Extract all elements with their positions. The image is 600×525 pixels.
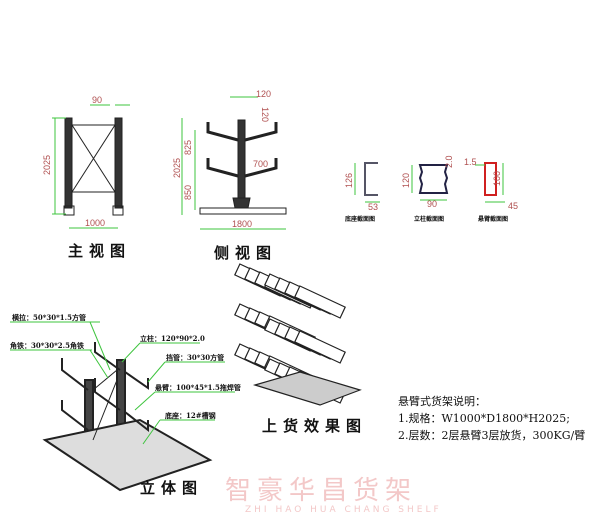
- notes-heading: 悬臂式货架说明：: [398, 395, 486, 408]
- dimension-label: 1000: [85, 218, 105, 228]
- callout-brace: 横拉：50*30*1.5方管: [12, 313, 86, 322]
- watermark-en: ZHI HAO HUA CHANG SHELF: [245, 505, 442, 515]
- dimension-label: 90: [92, 95, 102, 105]
- front-view-drawing: [63, 117, 124, 216]
- iso-view-title: 立体图: [140, 479, 204, 497]
- pipe: [294, 330, 346, 364]
- loaded-view-title: 上货效果图: [262, 417, 368, 435]
- rack-base: [252, 371, 362, 406]
- side-view-title: 侧视图: [214, 244, 278, 262]
- section-label-arm: 悬臂截面图: [478, 216, 509, 223]
- iso-view-drawing: [42, 342, 213, 492]
- dimension-label: 120: [401, 173, 411, 188]
- notes-block: 悬臂式货架说明： 1.规格：W1000*D1800*H2025; 2.层数：2层…: [398, 393, 585, 444]
- dimension-label: 1800: [232, 219, 252, 229]
- dimension-label: 2025: [42, 155, 52, 175]
- dimension-label: 120: [256, 89, 271, 99]
- section-label-column: 立柱截面图: [414, 216, 445, 223]
- dimension-label: 100: [492, 171, 502, 186]
- dimension-label: 1.5: [464, 157, 477, 167]
- dimension-label: 126: [344, 173, 354, 188]
- dimension-label: 53: [368, 202, 378, 212]
- front-dimension-lines: [52, 104, 130, 229]
- dimension-label: 2025: [172, 158, 182, 178]
- loaded-view-drawing: [234, 263, 362, 406]
- side-dimension-lines: [181, 96, 286, 230]
- notes-line-1: 1.规格：W1000*D1800*H2025;: [398, 412, 570, 425]
- notes-line-2: 2.层数：2层悬臂3层放货，300KG/臂: [398, 429, 586, 442]
- callout-angle: 角铁：30*30*2.5角铁: [10, 341, 84, 350]
- dimension-label: 120: [260, 107, 270, 122]
- dimension-label: 2.0: [444, 155, 454, 168]
- section-drawings: [364, 162, 497, 196]
- pipe: [294, 285, 346, 319]
- side-view-drawing: [199, 119, 287, 215]
- callout-base: 底座：12#槽钢: [165, 411, 216, 420]
- dimension-label: 825: [183, 140, 193, 155]
- dimension-label: 90: [427, 199, 437, 209]
- callout-stop: 挡管：30*30方管: [166, 353, 225, 362]
- watermark-cn: 智豪华昌货架: [225, 476, 418, 506]
- section-dimension-lines: [354, 163, 505, 203]
- dimension-label: 700: [253, 159, 268, 169]
- dimension-label: 45: [508, 201, 518, 211]
- callout-arm: 悬臂：100*45*1.5拖焊管: [155, 383, 241, 392]
- dimension-label: 850: [183, 185, 193, 200]
- section-label-base: 底座截面图: [345, 216, 376, 223]
- callout-column: 立柱：120*90*2.0: [140, 334, 205, 343]
- iso-leader-lines: [10, 321, 235, 445]
- front-view-title: 主视图: [68, 242, 132, 260]
